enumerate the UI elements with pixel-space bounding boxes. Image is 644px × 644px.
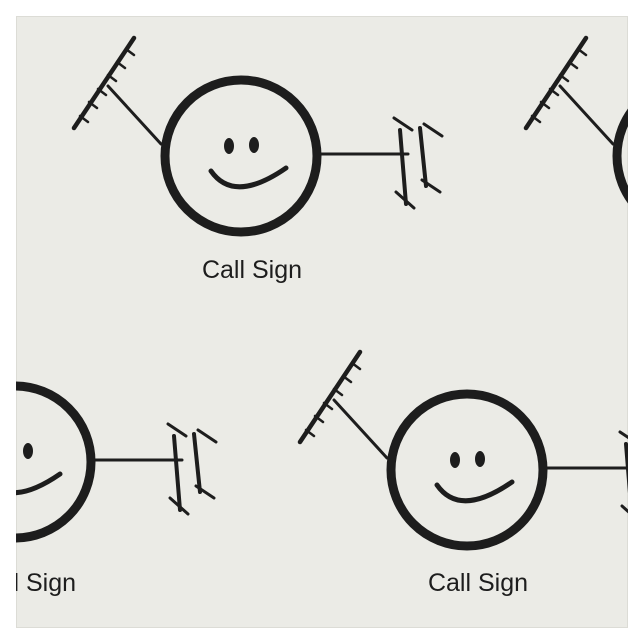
motif-bottom-left xyxy=(16,344,216,538)
motif-top-right xyxy=(526,38,628,232)
motif-top-left xyxy=(74,38,442,232)
repeat-pattern: Call Sign Call Sign Call Sign xyxy=(16,16,628,597)
caption-bottom-left: Call Sign xyxy=(16,569,76,597)
fabric-swatch: Call Sign Call Sign Call Sign xyxy=(16,16,628,628)
caption-bottom-center: Call Sign xyxy=(428,569,528,597)
motif-bottom-center xyxy=(300,352,628,546)
caption-top-left: Call Sign xyxy=(202,256,302,284)
